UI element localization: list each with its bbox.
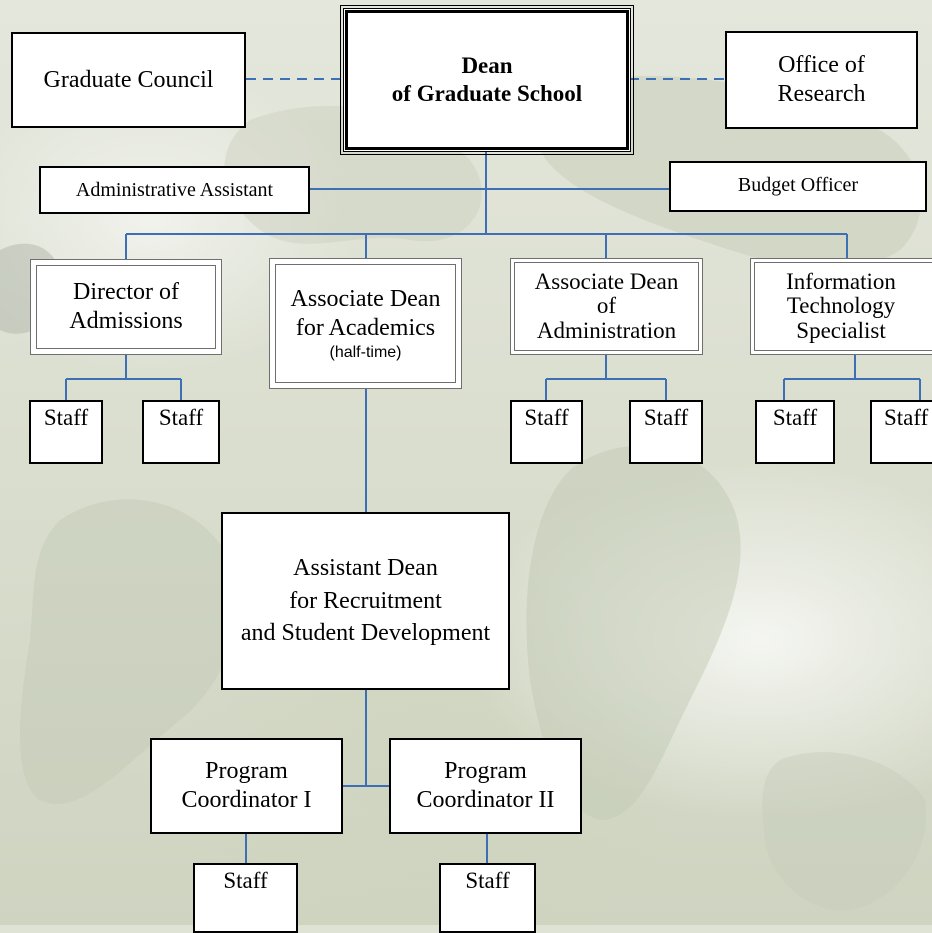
staff-box-administration-1: Staff [510, 400, 583, 464]
program-coordinator-2-box: Program Coordinator II [389, 738, 582, 834]
associate-dean-administration-line2: of [596, 293, 617, 319]
administrative-assistant-label: Administrative Assistant [75, 179, 274, 201]
staff-box-coordinator-2: Staff [439, 863, 536, 933]
assistant-dean-box: Assistant Dean for Recruitment and Stude… [221, 512, 510, 690]
budget-officer-box: Budget Officer [669, 161, 927, 212]
director-of-admissions-line1: Director of [73, 279, 179, 306]
dean-inner-border: Dean of Graduate School [346, 11, 628, 149]
staff-label: Staff [223, 868, 268, 893]
director-of-admissions-box: Director of Admissions [30, 259, 222, 355]
assistant-dean-line3: and Student Development [240, 620, 491, 647]
associate-dean-administration-box: Associate Dean of Administration [510, 258, 703, 355]
staff-box-admissions-2: Staff [142, 400, 220, 464]
program-coordinator-1-line1: Program [205, 758, 288, 785]
staff-label: Staff [43, 405, 89, 430]
staff-label-cut: Staff [884, 405, 929, 430]
office-of-research-line2: Research [777, 81, 866, 107]
assistant-dean-line1: Assistant Dean [293, 555, 438, 582]
assistant-dean-line2: for Recruitment [289, 587, 442, 614]
staff-box-coordinator-1: Staff [193, 863, 298, 933]
it-specialist-line3: Specialist [796, 317, 886, 343]
it-specialist-line2: Technology [786, 293, 896, 319]
staff-label: Staff [465, 868, 510, 893]
program-coordinator-2-line1: Program [444, 758, 527, 785]
associate-dean-academics-inner: Associate Dean for Academics (half-time) [275, 264, 456, 383]
director-of-admissions-line2: Admissions [69, 308, 183, 334]
staff-box-it-2: Staff [870, 400, 932, 464]
dean-subtitle: of Graduate School [391, 81, 583, 106]
office-of-research-box: Office of Research [725, 31, 918, 129]
director-of-admissions-inner: Director of Admissions [36, 265, 216, 349]
associate-dean-academics-note: (half-time) [329, 343, 402, 361]
administrative-assistant-box: Administrative Assistant [39, 166, 310, 214]
staff-label: Staff [643, 405, 689, 430]
dean-box: Dean of Graduate School [340, 5, 634, 155]
program-coordinator-2-line2: Coordinator II [416, 787, 555, 813]
graduate-council-label: Graduate Council [43, 66, 214, 93]
budget-officer-label: Budget Officer [737, 174, 859, 196]
it-specialist-box: Information Technology Specialist [750, 258, 932, 355]
associate-dean-administration-line1: Associate Dean [534, 269, 679, 295]
associate-dean-academics-line1: Associate Dean [290, 286, 441, 313]
program-coordinator-1-line2: Coordinator I [181, 787, 312, 813]
staff-box-administration-2: Staff [629, 400, 703, 464]
it-specialist-line1: Information [786, 269, 896, 295]
dean-title: Dean [461, 53, 513, 79]
it-specialist-inner: Information Technology Specialist [754, 262, 932, 351]
associate-dean-academics-line2: for Academics [295, 314, 436, 341]
staff-label: Staff [524, 405, 569, 430]
office-of-research-line1: Office of [778, 52, 865, 79]
program-coordinator-1-box: Program Coordinator I [150, 738, 343, 834]
associate-dean-administration-line3: Administration [536, 317, 677, 343]
staff-box-it-1: Staff [755, 400, 835, 464]
staff-box-admissions-1: Staff [29, 400, 103, 464]
staff-label: Staff [772, 405, 818, 430]
associate-dean-administration-inner: Associate Dean of Administration [514, 262, 699, 351]
graduate-council-box: Graduate Council [11, 32, 246, 128]
associate-dean-academics-box: Associate Dean for Academics (half-time) [269, 258, 462, 389]
staff-label: Staff [158, 405, 204, 430]
